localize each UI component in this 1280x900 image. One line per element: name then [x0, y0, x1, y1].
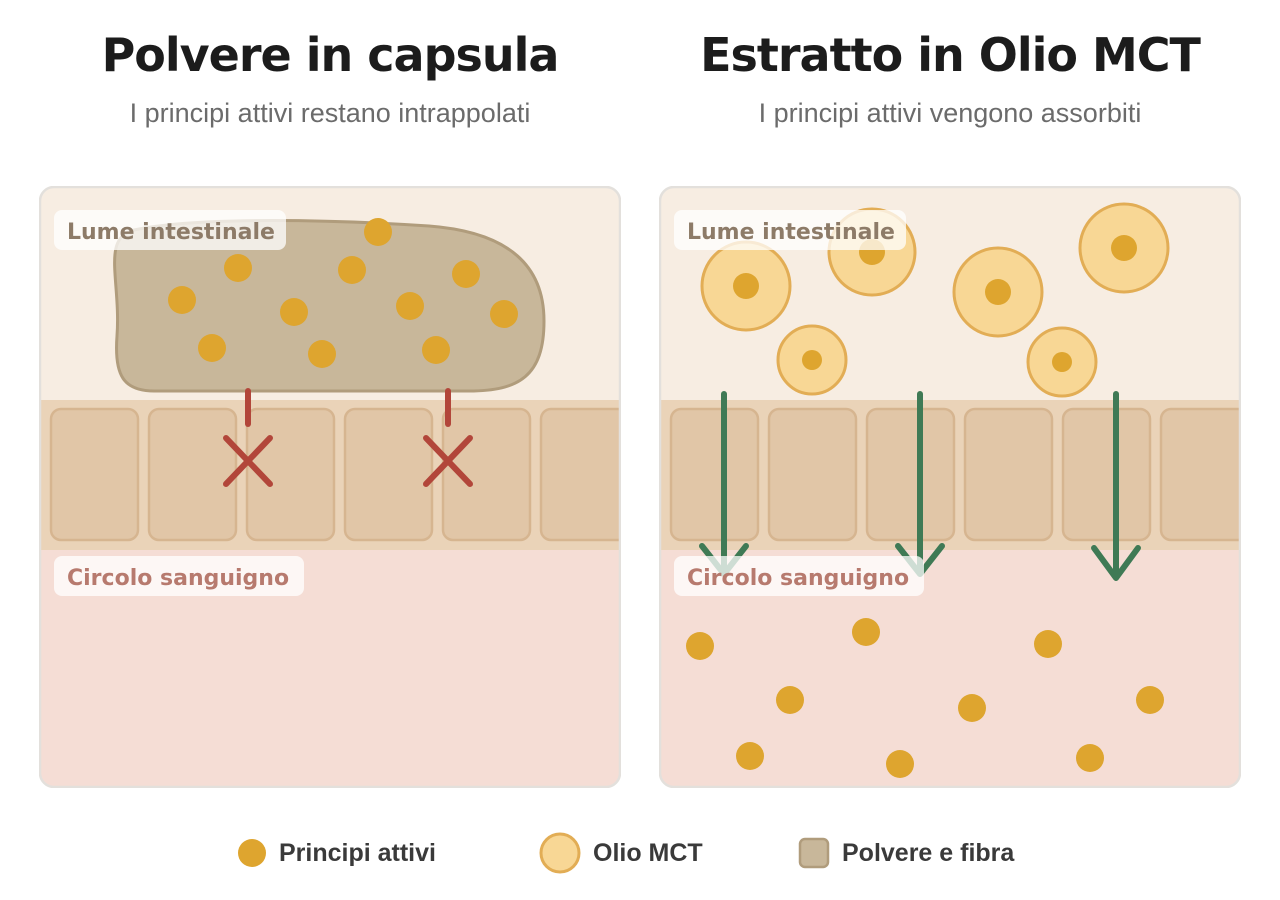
right-title: Estratto in Olio MCT [700, 28, 1201, 82]
right-subtitle: I principi attivi vengono assorbiti [758, 98, 1142, 128]
epithelial-cell [1061, 407, 1152, 542]
lumen-label: Lume intestinale [67, 220, 275, 245]
epithelial-cell [963, 407, 1054, 542]
active-particle [985, 279, 1011, 305]
active-particle [452, 260, 480, 288]
epithelial-cell [767, 407, 858, 542]
lumen-label: Lume intestinale [687, 220, 895, 245]
epithelial-cell [1159, 407, 1240, 542]
blood-label: Circolo sanguigno [687, 566, 909, 591]
active-particle [886, 750, 914, 778]
active-particle [280, 298, 308, 326]
legend-label-powder: Polvere e fibra [842, 838, 1015, 867]
active-particle [733, 273, 759, 299]
legend-label-oil: Olio MCT [593, 838, 703, 867]
blood-label: Circolo sanguigno [67, 566, 289, 591]
active-particle [736, 742, 764, 770]
blocked-marker [423, 388, 473, 487]
active-particle [1136, 686, 1164, 714]
active-particle [776, 686, 804, 714]
active-particle-icon [238, 839, 266, 867]
active-particle [1076, 744, 1104, 772]
left-title: Polvere in capsula [101, 28, 560, 82]
epithelial-cell [669, 407, 760, 542]
active-particle [1034, 630, 1062, 658]
active-particle [1052, 352, 1072, 372]
epithelial-cell [441, 407, 532, 542]
left-panel: Lume intestinale Circolo sanguigno [39, 186, 621, 788]
active-particle [958, 694, 986, 722]
legend-item-active: Principi attivi [237, 832, 436, 874]
active-particle [422, 336, 450, 364]
legend-item-oil: Olio MCT [539, 832, 703, 874]
active-particle [168, 286, 196, 314]
epithelial-cell [343, 407, 434, 542]
absorption-arrow [1091, 391, 1141, 581]
epithelial-cell [539, 407, 620, 542]
blocked-marker [223, 388, 273, 487]
active-particle [490, 300, 518, 328]
active-particle [224, 254, 252, 282]
active-particle [308, 340, 336, 368]
powder-swatch-icon [798, 837, 830, 869]
active-particle [852, 618, 880, 646]
active-particle [802, 350, 822, 370]
right-panel: Lume intestinale Circolo sanguigno [659, 186, 1241, 788]
active-particle [686, 632, 714, 660]
epithelial-cell [49, 407, 140, 542]
epithelial-cell [865, 407, 956, 542]
active-particle [338, 256, 366, 284]
legend-label-active: Principi attivi [279, 838, 436, 867]
active-particle [198, 334, 226, 362]
epithelial-cell [147, 407, 238, 542]
active-particle [364, 218, 392, 246]
oil-droplet-icon [539, 832, 581, 874]
legend-item-powder: Polvere e fibra [798, 832, 1014, 874]
left-subtitle: I principi attivi restano intrappolati [129, 98, 531, 128]
active-particle [1111, 235, 1137, 261]
active-particle [396, 292, 424, 320]
